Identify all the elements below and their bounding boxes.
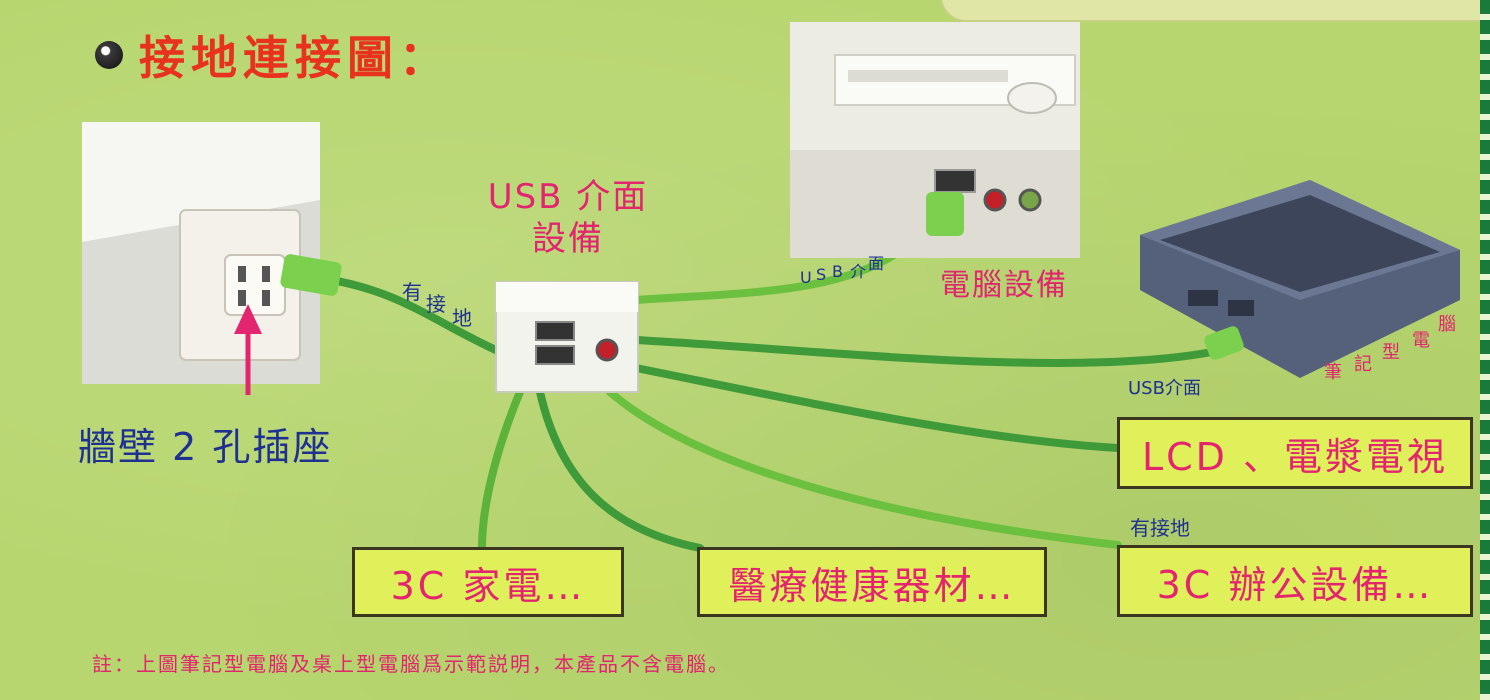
lcd-tv-box: LCD 、電漿電視 [1117, 417, 1473, 489]
wall-socket-image [82, 122, 320, 384]
hub-label-line-2: 設備 [532, 219, 604, 259]
ground-cable [316, 274, 504, 356]
office-ground-label: 有接地 [1130, 516, 1190, 540]
cables [316, 230, 1226, 552]
laptop-usb-cable [632, 336, 1226, 367]
wall-plug [280, 254, 342, 296]
right-border-stripe [1480, 0, 1490, 700]
ground-char-3: 地 [452, 306, 472, 330]
medical-cable [536, 388, 704, 552]
lcd-cable [632, 364, 1122, 452]
desktop-computer-image [790, 22, 1080, 258]
arrow-icon [234, 304, 262, 395]
laptop-usb-label: USB介面 [1128, 378, 1201, 399]
medical-box: 醫療健康器材… [697, 547, 1047, 617]
desktop-usb-char-1: U [800, 268, 812, 287]
wall-socket-label: 牆壁 2 孔插座 [78, 425, 333, 469]
note-text: 註：上圖筆記型電腦及桌上型電腦爲示範説明，本產品不含電腦。 [92, 652, 730, 676]
office-box: 3C 辦公設備… [1117, 545, 1473, 617]
laptop-image [1140, 180, 1460, 378]
office-cable [606, 388, 1122, 549]
home-appliance-box: 3C 家電… [352, 547, 624, 617]
desktop-label: 電腦設備 [940, 268, 1068, 303]
desktop-usb-char-3: B [832, 262, 843, 281]
hub-label: USB 介面 設備 [482, 176, 654, 260]
ground-char-1: 有 [402, 280, 422, 304]
title-text: 接地連接圖： [139, 31, 451, 85]
laptop-char-5: 腦 [1438, 314, 1456, 335]
desktop-usb-char-2: S [816, 265, 827, 284]
ground-char-2: 接 [426, 292, 446, 316]
bullet-icon [95, 41, 123, 69]
hub-label-line-1: USB 介面 [487, 177, 649, 217]
desktop-usb-char-4: 介 [850, 262, 867, 281]
page-title: 接地連接圖： [95, 22, 451, 88]
home-appliance-cable [478, 388, 524, 552]
laptop-char-4: 電 [1412, 330, 1430, 351]
laptop-char-1: 筆 [1324, 362, 1342, 383]
usb-hub-device [495, 281, 639, 393]
desktop-usb-char-5: 面 [868, 254, 885, 273]
laptop-char-3: 型 [1382, 342, 1400, 363]
laptop-char-2: 記 [1354, 354, 1372, 375]
